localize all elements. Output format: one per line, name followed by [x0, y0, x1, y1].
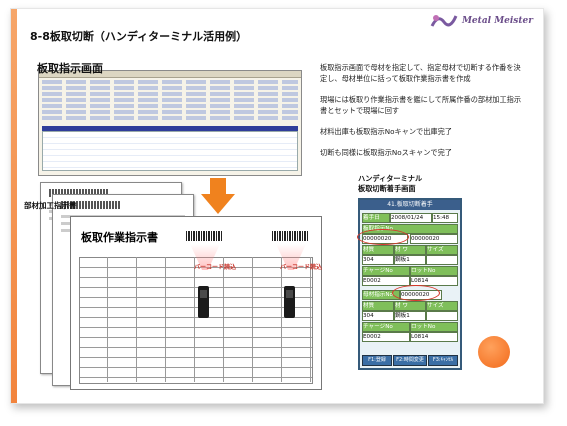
description-2: 現場には板取り作業指示書を鑑にして所属作番の部材加工指示書とセットで現場に回す	[320, 95, 522, 115]
grade-value: 鋼板1	[394, 255, 426, 265]
f2-time-change-button[interactable]: F2:時間変更	[393, 355, 427, 366]
highlight-oval-2	[392, 285, 440, 301]
material-label-2: 材質	[362, 301, 394, 311]
lot-no-label: ロットNo	[410, 266, 458, 276]
highlight-oval-1	[357, 229, 409, 245]
f3-cancel-button[interactable]: F3:ｷｬﾝｾﾙ	[428, 355, 458, 366]
size-label: サイズ	[426, 245, 458, 255]
handy-terminal-label: ハンディターミナル 板取切断着手画面	[358, 174, 422, 194]
material-label: 材質	[362, 245, 394, 255]
scan-label-left: バーコード読込	[194, 264, 237, 271]
logo: Metal Meister	[430, 12, 533, 30]
description: 板取指示画面で母材を指定して、指定母材で切断する作番を決定し、母材単位に括って板…	[320, 62, 525, 168]
description-1: 板取指示画面で母材を指定して、指定母材で切断する作番を決定し、母材単位に括って板…	[320, 63, 521, 83]
logo-text: Metal Meister	[461, 16, 533, 26]
lot-no-value: L0814	[410, 276, 458, 286]
start-date-label: 着手日	[362, 213, 390, 223]
charge-no-label-2: チャージNo	[362, 322, 410, 332]
start-date-value[interactable]: 2008/01/24	[390, 213, 432, 223]
material-value-2: 304	[362, 311, 394, 321]
material-value: 304	[362, 255, 394, 265]
charge-no-value: E0002	[362, 276, 410, 286]
grade-value-2: 鋼板1	[394, 311, 426, 321]
lot-no-label-2: ロットNo	[410, 322, 458, 332]
charge-no-label: チャージNo	[362, 266, 410, 276]
charge-no-value-2: E0002	[362, 332, 410, 342]
side-stripe	[11, 9, 17, 403]
lot-no-value-2: L0814	[410, 332, 458, 342]
handy-label-line2: 板取切断着手画面	[358, 184, 416, 193]
down-arrow-icon	[201, 178, 235, 214]
scanner-icon-right	[284, 286, 295, 318]
orange-circle-decoration	[478, 336, 510, 368]
top-screen-label: 板取指示画面	[37, 62, 103, 75]
description-3: 材料出庫も板取指示Noキャンで出庫完了	[320, 127, 452, 136]
handy-label-line1: ハンディターミナル	[358, 174, 423, 183]
scanner-icon-left	[198, 286, 209, 318]
grade-label-2: 材 ワ	[394, 301, 426, 311]
terminal-title: 41.板取切断着手	[360, 200, 460, 210]
start-time-value[interactable]: 15:48	[432, 213, 458, 223]
grade-label: 材 ワ	[394, 245, 426, 255]
logo-icon	[430, 15, 458, 27]
description-4: 切断も同様に板取指示Noスキャンで完了	[320, 148, 452, 157]
barcode-right	[272, 231, 308, 241]
board-no-value-2[interactable]: 00000020	[410, 234, 458, 244]
scan-label-right: バーコード読込	[280, 264, 323, 271]
size-label-2: サイズ	[426, 301, 458, 311]
size-value	[426, 255, 458, 265]
f1-register-button[interactable]: F1:登録	[362, 355, 392, 366]
parts-doc-label: 部材加工指示書	[24, 201, 77, 210]
main-doc-title: 板取作業指示書	[81, 231, 158, 244]
handy-terminal-screen: 41.板取切断着手 着手日 2008/01/24 15:48 板取指示No 00…	[358, 198, 462, 370]
board-instruction-screen	[38, 70, 302, 176]
barcode-left	[186, 231, 222, 241]
size-value-2	[426, 311, 458, 321]
page-title: 8-8板取切断（ハンディターミナル活用例）	[30, 30, 248, 43]
